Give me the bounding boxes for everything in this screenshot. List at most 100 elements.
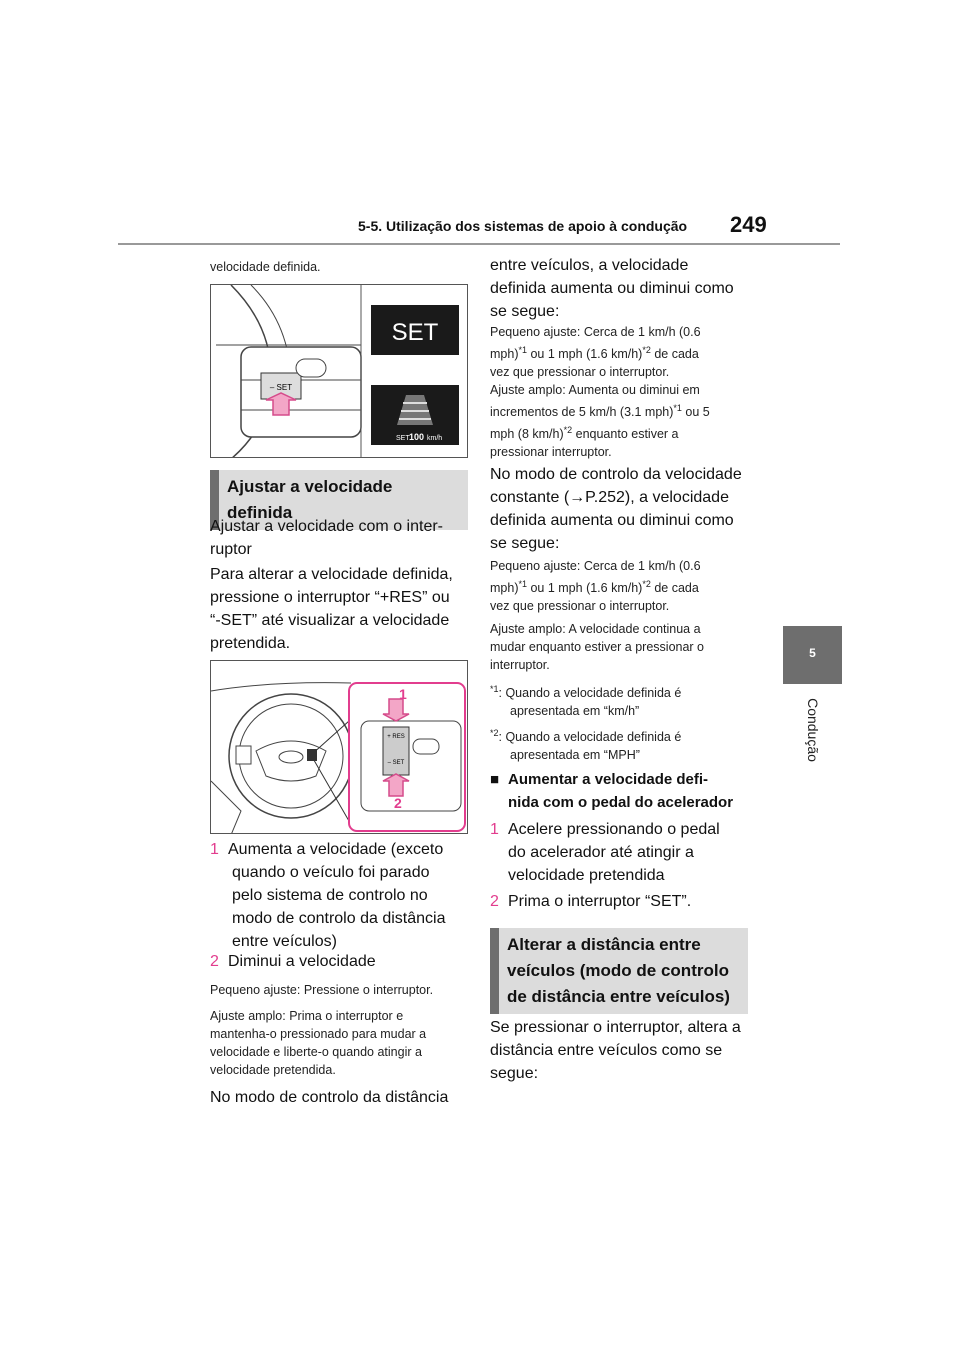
fig2-label-1: 1 xyxy=(399,686,407,702)
text-span: : Quando a velocidade definida é xyxy=(498,730,682,745)
text-span: ou 1 mph (1.6 km/h) xyxy=(527,347,643,362)
text-line: velocidade pretendida. xyxy=(210,1063,336,1077)
footnote-ref: *2 xyxy=(563,425,573,436)
text-span: de cada xyxy=(650,347,699,362)
fig1-display-speed: 100 xyxy=(409,432,424,442)
text-span: : Quando a velocidade definida é xyxy=(498,686,682,701)
text-line: pelo sistema de controlo no xyxy=(232,887,428,904)
text-line: Pequeno ajuste: Cerca de 1 km/h (0.6 xyxy=(490,325,701,339)
text-line: No modo de controlo da velocidade xyxy=(490,466,742,483)
text-line: se segue: xyxy=(490,535,560,552)
paragraph-change-speed: Para alterar a velocidade definida, pres… xyxy=(210,563,453,655)
text-line: mudar enquanto estiver a pressionar o xyxy=(490,640,705,654)
figure-set-switch: – SET SET SET 100 km/h xyxy=(210,284,468,458)
step-number: 1 xyxy=(490,821,499,838)
footnote-ref: *2 xyxy=(642,579,651,589)
subheading-accelerator: ■ Aumentar a velocidade defi- nida com o … xyxy=(490,768,733,814)
chapter-label-box: Condução xyxy=(775,690,850,770)
text-line: Para alterar a velocidade definida, xyxy=(210,566,453,583)
text-line: Diminui a velocidade xyxy=(228,953,376,970)
note-distance-adjust: Pequeno ajuste: Cerca de 1 km/h (0.6 mph… xyxy=(490,323,710,461)
note-constant-large: Ajuste amplo: A velocidade continua a mu… xyxy=(490,620,704,674)
note-small-adjust: Pequeno ajuste: Pressione o interruptor. xyxy=(210,983,434,997)
fig1-display-big: SET xyxy=(392,319,439,346)
list-number: 1 xyxy=(210,841,219,858)
text-span: ou 5 xyxy=(681,405,710,420)
paragraph-constant-speed: No modo de controlo da velocidade consta… xyxy=(490,463,742,555)
bullet-icon: ■ xyxy=(490,771,500,788)
footnote-ref: *2 xyxy=(642,345,651,355)
text-span: ou 1 mph (1.6 km/h) xyxy=(527,581,643,596)
text-line: apresentada em “MPH” xyxy=(510,748,640,763)
fig2-label-2: 2 xyxy=(394,795,402,811)
text-line: Ajuste amplo: A velocidade continua a xyxy=(490,622,701,636)
section-title-change-distance: Alterar a distância entre veículos (modo… xyxy=(490,928,748,1014)
paragraph-change-distance: Se pressionar o interruptor, altera a di… xyxy=(490,1016,741,1085)
text-line: apresentada em “km/h” xyxy=(510,704,640,719)
text-span: Aumentar a velocidade defi- xyxy=(508,771,709,788)
text-line: pretendida. xyxy=(210,635,291,652)
text-line: se segue: xyxy=(490,303,560,320)
intro-text: velocidade definida. xyxy=(210,260,321,274)
text-line: nida com o pedal do acelerador xyxy=(508,794,734,811)
text-span: Prima o interruptor “SET”. xyxy=(508,893,692,910)
text-line: segue: xyxy=(490,1065,539,1082)
chapter-label: Condução xyxy=(804,698,821,762)
text-line: velocidade e liberte-o quando atingir a xyxy=(210,1045,422,1059)
text-span: mph (8 km/h) xyxy=(490,427,564,442)
paragraph-col2-intro: entre veículos, a velocidade definida au… xyxy=(490,254,734,323)
list-number: 2 xyxy=(210,953,219,970)
text-line: constante (→P.252), a velocidade xyxy=(490,489,729,506)
set-switch-illustration: – SET SET SET 100 km/h xyxy=(216,285,459,457)
text-line: do acelerador até atingir a xyxy=(508,844,694,861)
text-line: pressionar interruptor. xyxy=(490,445,612,460)
list-item-2: 2 Diminui a velocidade xyxy=(210,950,376,973)
text-line: distância entre veículos como se xyxy=(490,1042,723,1059)
footnote-ref: *1 xyxy=(518,345,527,355)
text-span: mph) xyxy=(490,581,519,596)
text-line: pressione o interruptor “+RES” ou xyxy=(210,589,450,606)
text-line: Ajuste amplo: Prima o interruptor e xyxy=(210,1009,404,1023)
text-line: entre veículos) xyxy=(232,933,337,950)
text-line: velocidade pretendida xyxy=(508,867,665,884)
text-line: vez que pressionar o interruptor. xyxy=(490,365,670,380)
text-line: Ajuste amplo: Aumenta ou diminui em xyxy=(490,383,700,398)
fig1-display-small-set: SET xyxy=(396,435,410,442)
text-span: de cada xyxy=(650,581,699,596)
text-line: modo de controlo da distância xyxy=(232,910,446,927)
footnote-mark: *1 xyxy=(490,684,499,694)
text-span: Acelere pressionando o pedal xyxy=(508,821,720,838)
paragraph-adjust-with-switch: Ajustar a velocidade com o inter- ruptor xyxy=(210,515,443,561)
text-line: definida aumenta ou diminui como xyxy=(490,512,734,529)
text-line: definida aumenta ou diminui como xyxy=(490,280,734,297)
res-set-illustration: + RES – SET 1 2 xyxy=(211,682,466,833)
step-1: 1 Acelere pressionando o pedal do acelera… xyxy=(490,818,720,887)
text-line: vez que pressionar o interruptor. xyxy=(490,599,670,614)
fig2-set-label: – SET xyxy=(388,760,405,766)
text-line: veículos (modo de controlo xyxy=(507,961,729,980)
fig1-display-unit: km/h xyxy=(427,435,442,442)
figure-res-set-switch: + RES – SET 1 2 xyxy=(210,660,468,834)
text-line: Aumenta a velocidade (exceto xyxy=(228,841,444,858)
footnote-2: *2: Quando a velocidade definida é apres… xyxy=(490,724,681,764)
text-line: interruptor. xyxy=(490,658,550,672)
footnote-ref: *1 xyxy=(518,579,527,589)
footnote-1: *1: Quando a velocidade definida é apres… xyxy=(490,680,681,720)
step-2: 2 Prima o interruptor “SET”. xyxy=(490,890,691,913)
header-divider xyxy=(118,243,840,245)
text-line: ruptor xyxy=(210,541,252,558)
section-title-adjust-speed: Ajustar a velocidade definida xyxy=(210,470,468,530)
text-line: entre veículos, a velocidade xyxy=(490,257,689,274)
text-line: mantenha-o pressionado para mudar a xyxy=(210,1027,427,1041)
fig1-switch-label: – SET xyxy=(270,383,292,392)
note-constant-small: Pequeno ajuste: Cerca de 1 km/h (0.6 mph… xyxy=(490,557,701,615)
text-span: incrementos de 5 km/h (3.1 mph) xyxy=(490,405,674,420)
text-line: Alterar a distância entre xyxy=(507,935,701,954)
text-line: Se pressionar o interruptor, altera a xyxy=(490,1019,741,1036)
step-number: 2 xyxy=(490,893,499,910)
section-header-title: 5-5. Utilização dos sistemas de apoio à … xyxy=(358,218,688,234)
text-line: quando o veículo foi parado xyxy=(232,864,430,881)
text-span: mph) xyxy=(490,347,519,362)
footnote-ref: *1 xyxy=(673,403,682,414)
fig2-res-label: + RES xyxy=(387,734,405,740)
